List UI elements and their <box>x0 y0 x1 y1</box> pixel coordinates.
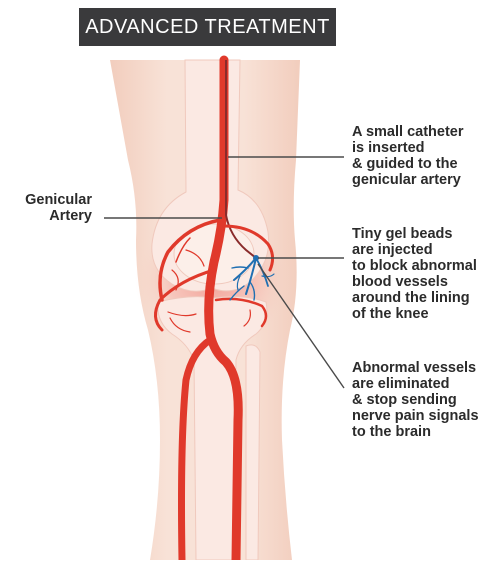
fibula-bone <box>246 345 260 560</box>
title-badge: ADVANCED TREATMENT <box>79 8 336 46</box>
gel-beads-label: Tiny gel beads are injected to block abn… <box>352 226 494 322</box>
abnormal-vessels-label: Abnormal vessels are eliminated & stop s… <box>352 360 494 440</box>
genicular-artery-label: Genicular Artery <box>12 192 92 224</box>
catheter-label: A small catheter is inserted & guided to… <box>352 124 492 188</box>
